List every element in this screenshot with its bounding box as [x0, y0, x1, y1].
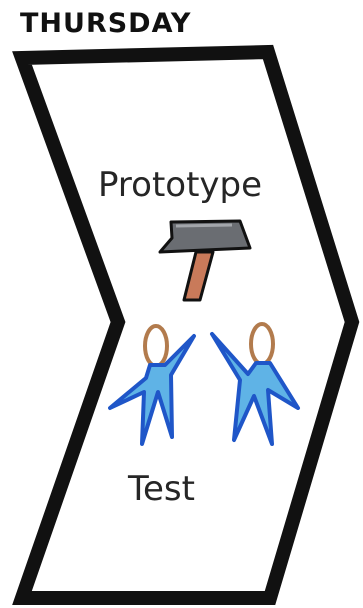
chevron-outline [22, 52, 352, 598]
tester-figure-icon [110, 326, 194, 444]
test-subtitle: Test [127, 469, 195, 509]
tester-figure-icon [212, 324, 298, 444]
day-label: THURSDAY [20, 8, 191, 39]
prototype-title: Prototype [98, 165, 262, 205]
hammer-icon [160, 221, 250, 300]
